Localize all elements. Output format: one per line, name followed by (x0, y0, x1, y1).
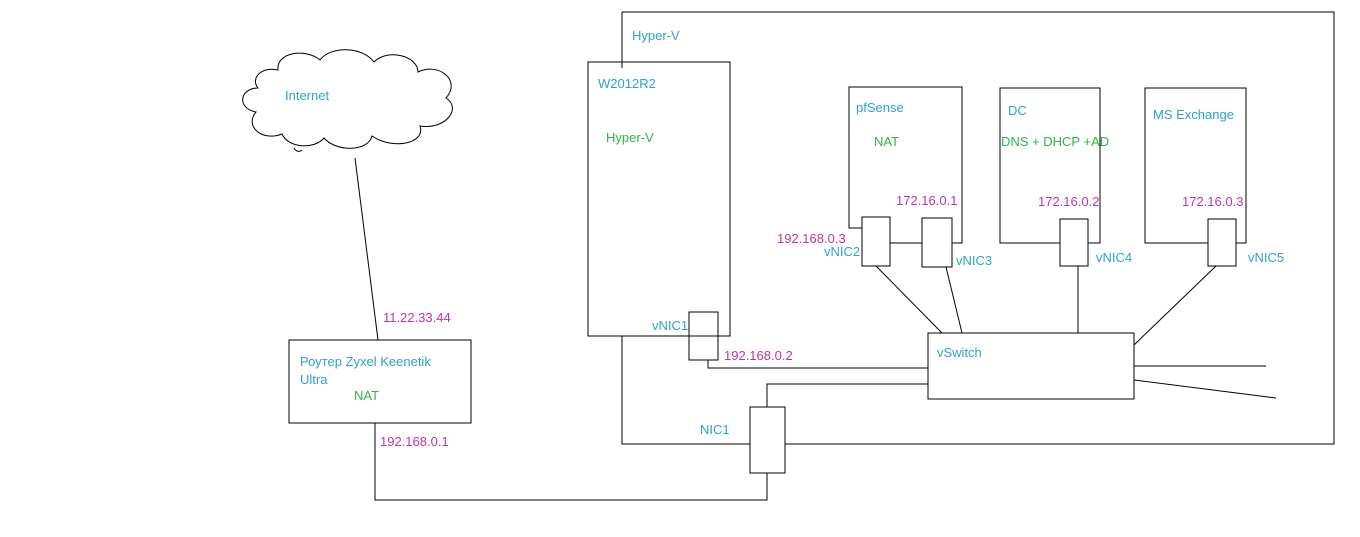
hyperv-host-label: Hyper-V (632, 28, 680, 43)
exchange-ip: 172.16.0.3 (1182, 194, 1243, 209)
vnic1-vswitch-link (707, 360, 928, 369)
pfsense-box (848, 86, 963, 244)
vnic1-label: vNIC1 (652, 318, 688, 333)
vnic5-vswitch-link (1133, 265, 1217, 346)
vswitch-box (927, 332, 1135, 400)
dc-role: DNS + DHCP +AD (1001, 134, 1109, 149)
router-name-cont: Ultra (300, 372, 328, 387)
exchange-box (1144, 87, 1247, 244)
vnic2-label: vNIC2 (824, 244, 860, 259)
vnic3-vswitch-link (945, 266, 963, 334)
pfsense-role: NAT (874, 134, 899, 149)
nic1-box (749, 406, 786, 474)
dc-box (999, 87, 1101, 244)
exchange-name: MS Exchange (1153, 107, 1234, 122)
vnic3-label: vNIC3 (956, 253, 992, 268)
vnic5-box (1207, 218, 1237, 267)
vnic4-box (1059, 218, 1089, 267)
vnic1-box (688, 311, 719, 361)
router-nic1-link (374, 423, 768, 501)
internet-label: Internet (285, 88, 329, 103)
dc-name: DC (1008, 103, 1027, 118)
router-box (288, 339, 472, 424)
dc-ip: 172.16.0.2 (1038, 194, 1099, 209)
w2012-ip: 192.168.0.2 (724, 348, 793, 363)
w2012-name: W2012R2 (598, 76, 656, 91)
pfsense-wan-ip: 192.168.0.3 (777, 231, 846, 246)
pfsense-lan-ip: 172.16.0.1 (896, 193, 957, 208)
vnic2-box (861, 216, 891, 267)
nic1-vswitch-link (766, 383, 928, 407)
vnic2-vswitch-link (875, 265, 943, 334)
internet-cloud (242, 49, 453, 149)
internet-router-link (354, 157, 379, 341)
vnic3-box (921, 217, 953, 268)
vswitch-label: vSwitch (937, 345, 982, 360)
vnic4-label: vNIC4 (1096, 250, 1132, 265)
router-name: Роутер Zyxel Keenetik (300, 354, 431, 369)
router-nat: NAT (354, 388, 379, 403)
router-lan-ip: 192.168.0.1 (380, 434, 449, 449)
pfsense-name: pfSense (856, 100, 904, 115)
nic1-label: NIC1 (700, 422, 730, 437)
vnic5-label: vNIC5 (1248, 250, 1284, 265)
router-wan-ip: 11.22.33.44 (383, 310, 451, 325)
w2012-role: Hyper-V (606, 130, 654, 145)
w2012-box (587, 61, 731, 337)
hyperv-host-box (622, 11, 1335, 445)
